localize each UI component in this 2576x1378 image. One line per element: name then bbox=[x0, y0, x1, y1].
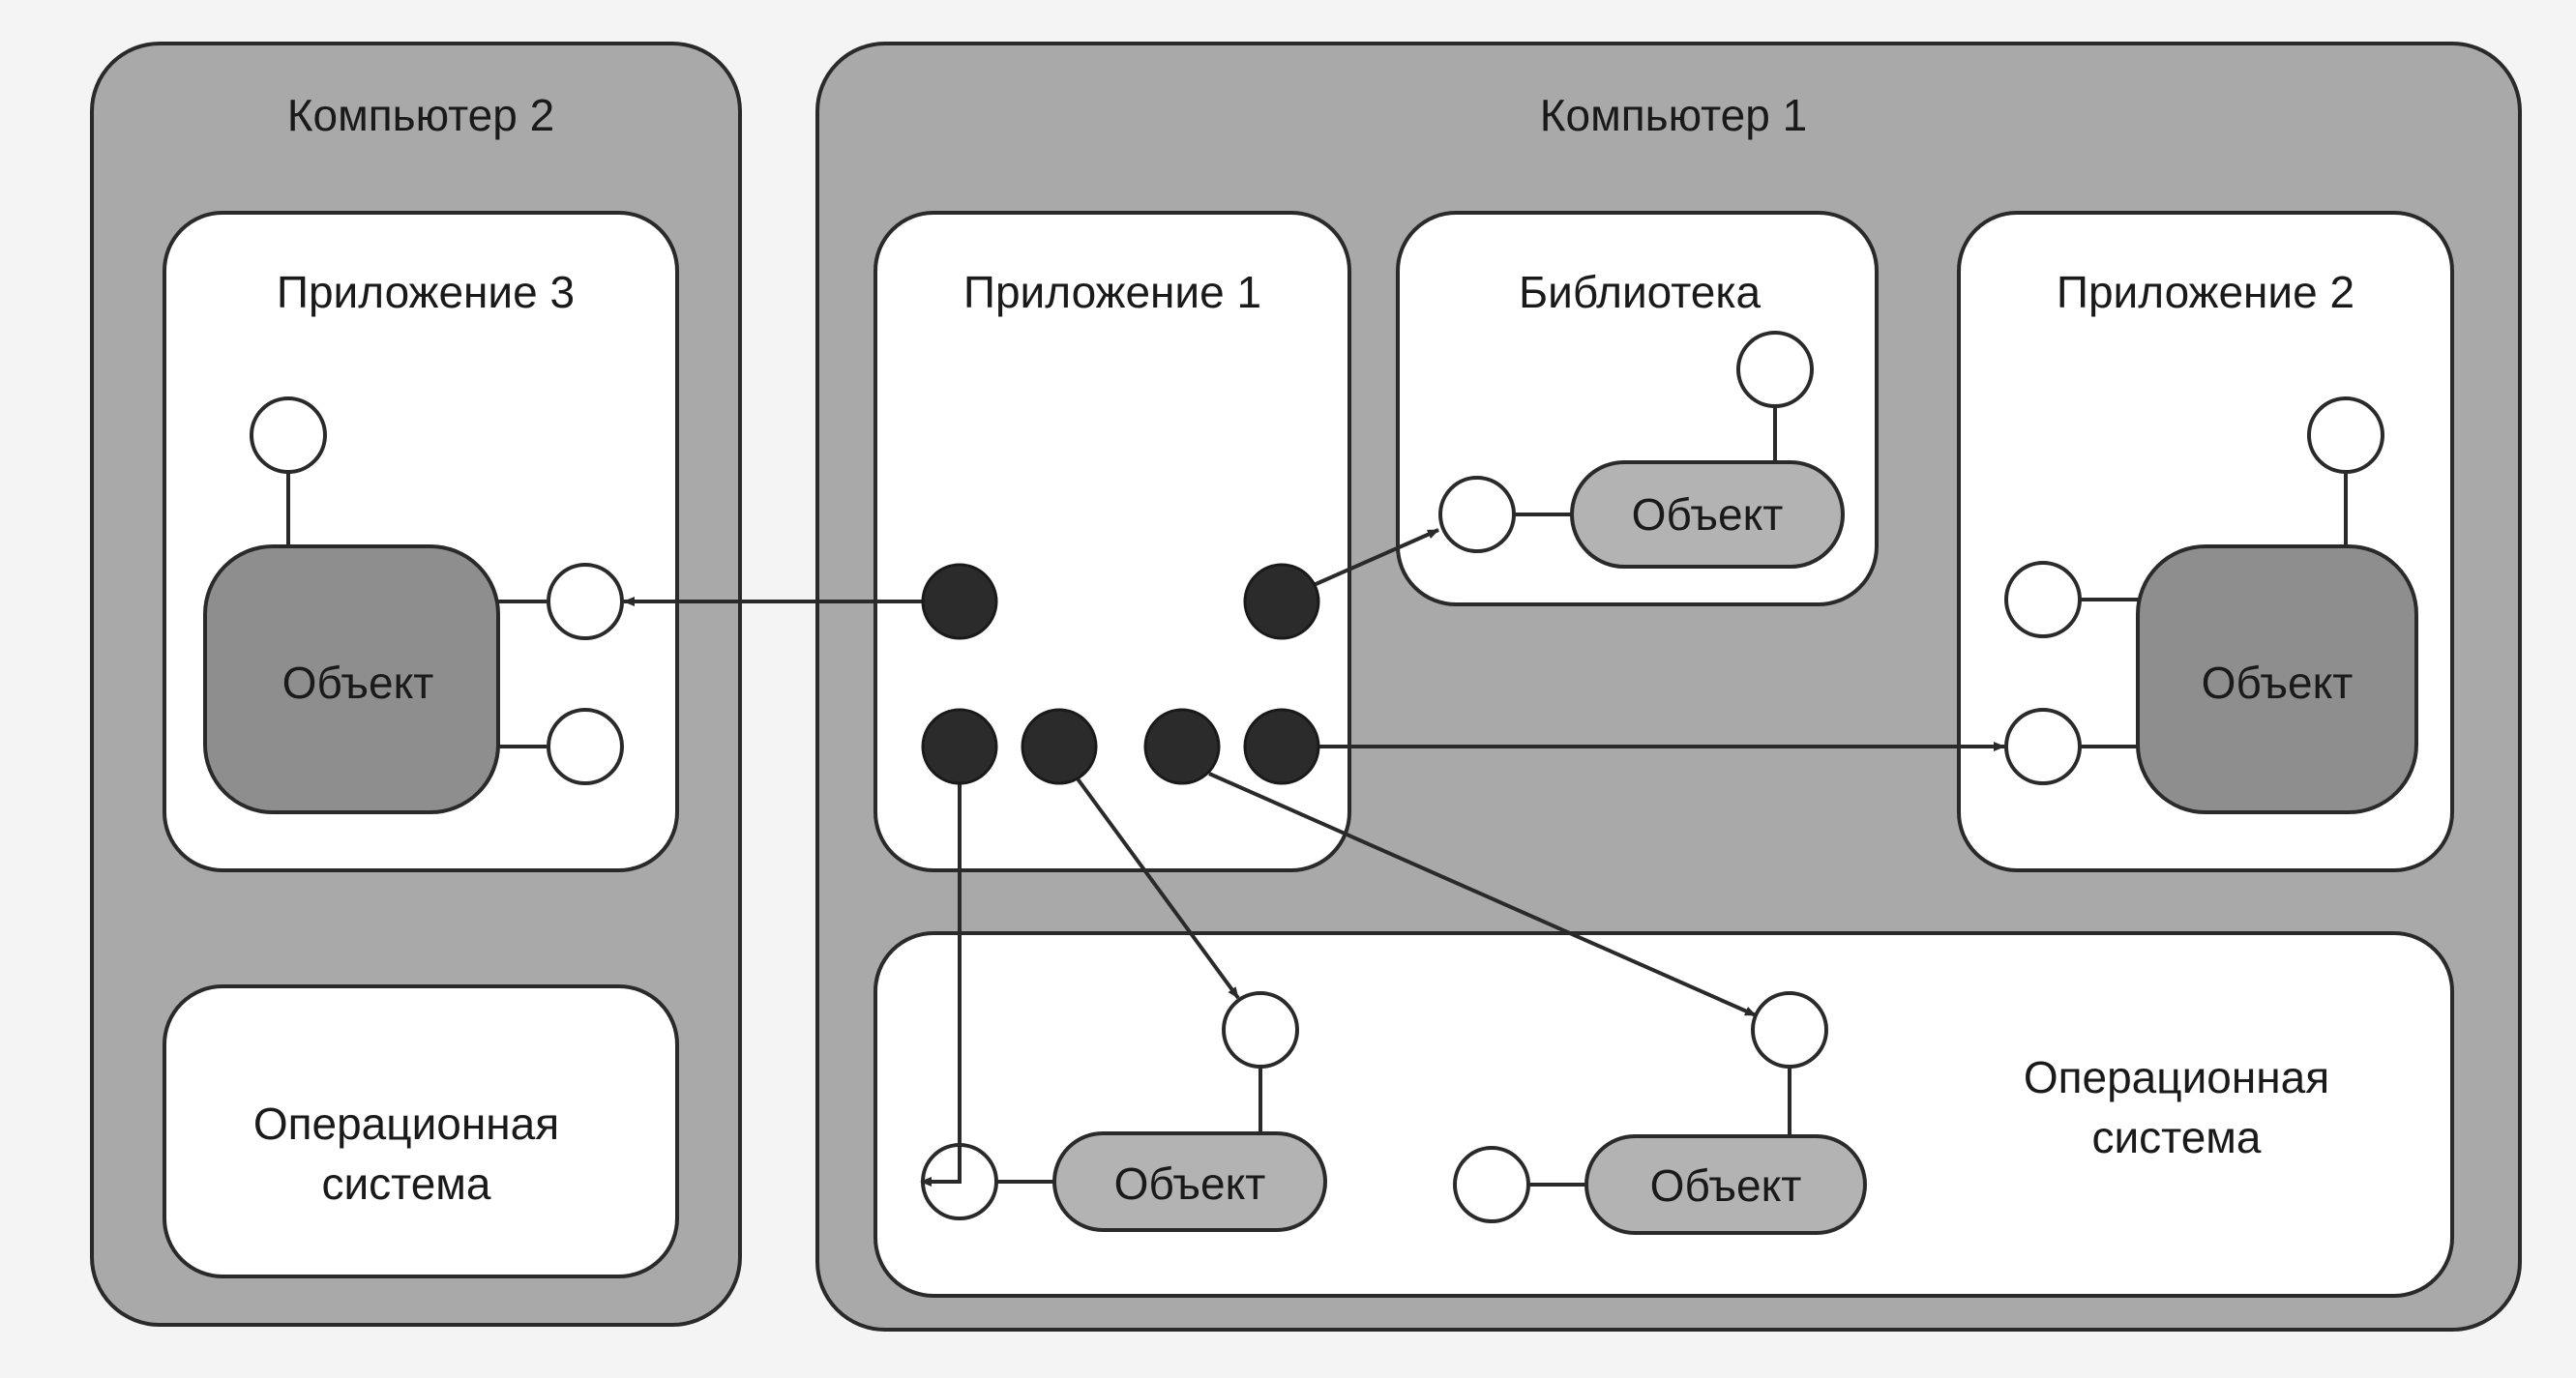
os-1-title-line1: Операционная bbox=[2024, 1052, 2329, 1102]
library-interface-left bbox=[1438, 476, 1516, 553]
pointer-dot-6 bbox=[1243, 708, 1320, 785]
pointer-dot-2 bbox=[1243, 563, 1320, 640]
app-3-interface-right-2 bbox=[547, 708, 624, 785]
library-object bbox=[1570, 460, 1845, 569]
os-1-object-b-interface-top bbox=[1751, 991, 1828, 1069]
computer-2-title: Компьютер 2 bbox=[287, 90, 554, 140]
library-object-group: Объект bbox=[1438, 331, 1845, 569]
library-interface-top bbox=[1736, 331, 1814, 408]
application-2-title: Приложение 2 bbox=[2057, 267, 2354, 317]
os-2-title-line1: Операционная bbox=[253, 1099, 559, 1149]
app-1-pointers bbox=[921, 563, 1320, 785]
operating-system-2: Операционная система bbox=[163, 984, 679, 1278]
app-3-object-label: Объект bbox=[282, 658, 434, 708]
arrow-to-os-object-a-left bbox=[920, 778, 962, 1187]
os-1-object-b bbox=[1584, 1134, 1867, 1235]
arrow-to-os-object-a-top bbox=[1072, 772, 1240, 1000]
app-2-interface-top bbox=[2307, 396, 2384, 474]
app-2-interface-left-2 bbox=[2004, 708, 2082, 785]
pointer-dot-3 bbox=[921, 708, 998, 785]
application-3-title: Приложение 3 bbox=[277, 267, 575, 317]
os-1-object-b-label: Объект bbox=[1650, 1160, 1802, 1211]
os-1-object-b-group: Объект bbox=[1453, 991, 1867, 1235]
library-object-label: Объект bbox=[1632, 489, 1784, 540]
computer-1-title: Компьютер 1 bbox=[1540, 90, 1807, 140]
application-1-title: Приложение 1 bbox=[963, 267, 1261, 317]
app-2-interface-left-1 bbox=[2004, 561, 2082, 638]
pointer-dot-4 bbox=[1021, 708, 1098, 785]
os-1-object-a bbox=[1052, 1131, 1327, 1232]
os-2-title-line2: система bbox=[321, 1158, 490, 1209]
references bbox=[623, 528, 2005, 1187]
pointer-dot-5 bbox=[1143, 708, 1221, 785]
arrow-to-os-object-b-top bbox=[1208, 772, 1757, 1017]
app-3-object bbox=[203, 544, 500, 814]
operating-system-1: Операционная система bbox=[873, 931, 2454, 1298]
app-3-interface-right-1 bbox=[547, 563, 624, 640]
app-2-object-label: Объект bbox=[2202, 658, 2354, 708]
library-title: Библиотека bbox=[1519, 267, 1762, 317]
os-1-title-line2: система bbox=[2091, 1112, 2261, 1162]
arrow-to-library bbox=[1313, 528, 1439, 587]
application-1: Приложение 1 bbox=[873, 211, 1351, 872]
app-2-object bbox=[2136, 544, 2418, 814]
app-3-object-group: Объект bbox=[203, 396, 624, 814]
app-3-interface-top bbox=[250, 396, 327, 474]
pointer-dot-1 bbox=[921, 563, 998, 640]
os-1-object-a-interface-top bbox=[1222, 991, 1299, 1069]
os-1-object-a-label: Объект bbox=[1114, 1158, 1266, 1209]
app-2-object-group: Объект bbox=[2004, 396, 2418, 814]
os-1-object-b-interface-left bbox=[1453, 1146, 1530, 1223]
